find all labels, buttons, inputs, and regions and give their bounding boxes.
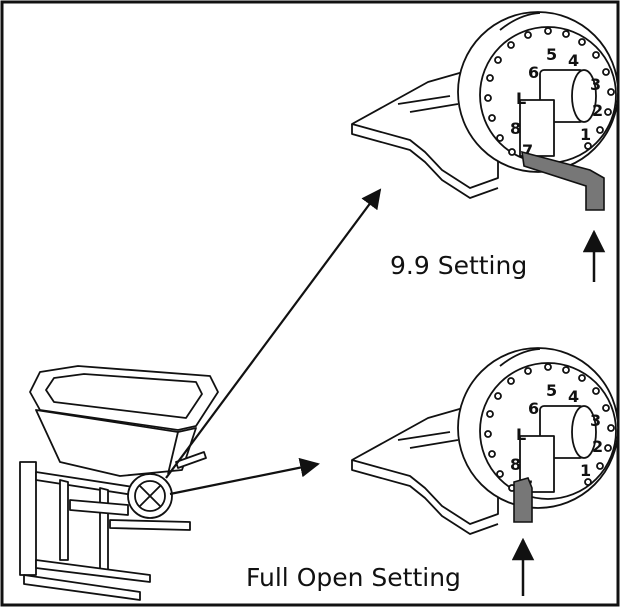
- label-full-open-setting: Full Open Setting: [246, 563, 461, 592]
- gate-lever-bottom: [513, 477, 533, 523]
- gate-assembly-top: [351, 11, 619, 199]
- dial-number: 5: [546, 381, 557, 400]
- dial-number: 3: [590, 75, 601, 94]
- dial-lock-letter: L: [516, 425, 526, 444]
- dial-holes-top: [484, 27, 615, 156]
- spreader-illustration: [19, 365, 219, 601]
- dial-number: 4: [568, 387, 579, 406]
- dial-number: 2: [592, 437, 603, 456]
- dial-number: 1: [580, 461, 591, 480]
- dial-number: 6: [528, 399, 539, 418]
- label-9-9-setting: 9.9 Setting: [390, 251, 527, 280]
- dial-number: 5: [546, 45, 557, 64]
- dial-number: 3: [590, 411, 601, 430]
- dial-lock-letter: L: [516, 89, 526, 108]
- dial-number: 7: [522, 141, 533, 160]
- dial-number: 1: [580, 125, 591, 144]
- dial-number: 4: [568, 51, 579, 70]
- gate-assembly-bottom: [351, 347, 619, 535]
- pointer-arrow-bottom: [169, 457, 320, 496]
- dial-numbers-top: 6 5 4 3 2 1 L 8 7: [510, 45, 603, 160]
- pointer-arrow-top: [165, 188, 382, 479]
- dial-number: 6: [528, 63, 539, 82]
- dial-number: 2: [592, 101, 603, 120]
- dial-number: 8: [510, 119, 521, 138]
- gate-lever-top: [521, 150, 605, 211]
- dial-number: 8: [510, 455, 521, 474]
